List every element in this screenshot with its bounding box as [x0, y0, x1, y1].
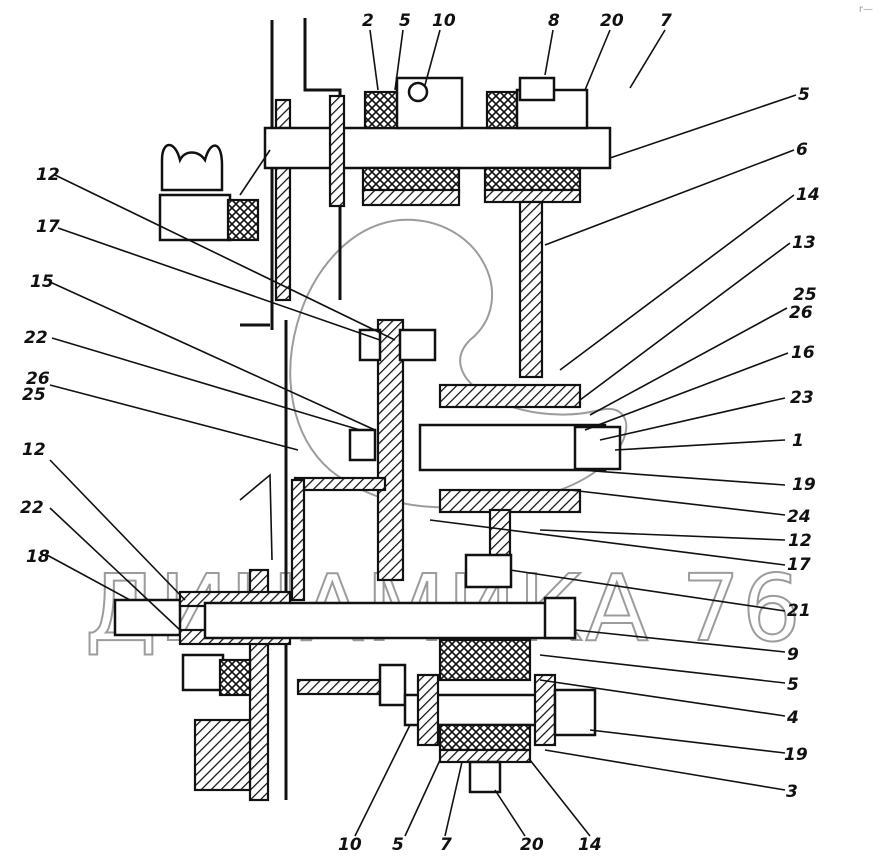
- callouts-left: 12 17 15 22 26 25 12 22 18: [20, 165, 60, 567]
- callouts-bottom: 10 5 7 20 14: [338, 835, 602, 855]
- corner-mark: r—: [858, 4, 873, 15]
- leader-lines: [46, 29, 797, 837]
- callout-label: 13: [792, 233, 816, 253]
- callout-label: 25: [22, 385, 46, 405]
- callout-label: 8: [548, 11, 560, 31]
- callout-label: 22: [20, 498, 44, 518]
- callout-label: 5: [787, 675, 799, 695]
- callout-label: 18: [26, 547, 50, 567]
- callout-label: 20: [520, 835, 544, 855]
- callout-label: 21: [787, 601, 811, 621]
- callout-label: 2: [362, 11, 374, 31]
- callout-label: 10: [338, 835, 362, 855]
- callout-label: 7: [440, 835, 452, 855]
- callout-label: 5: [798, 85, 810, 105]
- callout-label: 12: [22, 440, 46, 460]
- middle-hub-assembly: [239, 318, 622, 602]
- callout-label: 3: [786, 782, 798, 802]
- callouts-top: 2 5 10 8 20 7: [362, 11, 672, 31]
- callout-label: 17: [787, 555, 811, 575]
- callout-label: 5: [392, 835, 404, 855]
- callout-label: 7: [660, 11, 672, 31]
- callout-label: 25: [793, 285, 817, 305]
- callout-label: 10: [432, 11, 456, 31]
- callout-label: 19: [784, 745, 808, 765]
- callout-label: 14: [796, 185, 820, 205]
- callout-label: 12: [788, 531, 812, 551]
- callout-label: 6: [796, 140, 808, 160]
- callout-label: 26: [789, 303, 813, 323]
- callout-label: 20: [600, 11, 624, 31]
- callout-label: 5: [399, 11, 411, 31]
- callout-label: 15: [30, 272, 54, 292]
- lower-shaft-assembly: [113, 590, 597, 794]
- upper-shaft-assembly: [263, 76, 612, 379]
- callout-label: 1: [792, 431, 804, 451]
- top-insulator: [158, 143, 271, 242]
- callout-label: 4: [786, 708, 799, 728]
- callouts-right: 5 6 14 13 25 26 16 23 1 19 24 12 17 21 9…: [784, 85, 820, 802]
- callout-label: 12: [36, 165, 60, 185]
- callout-label: 26: [26, 369, 50, 389]
- callout-label: 24: [787, 507, 811, 527]
- callout-label: 23: [790, 388, 814, 408]
- callout-label: 17: [36, 217, 60, 237]
- callout-label: 16: [791, 343, 815, 363]
- callout-label: 19: [792, 475, 816, 495]
- callout-label: 14: [578, 835, 602, 855]
- callout-label: 9: [787, 645, 799, 665]
- callout-label: 22: [24, 328, 48, 348]
